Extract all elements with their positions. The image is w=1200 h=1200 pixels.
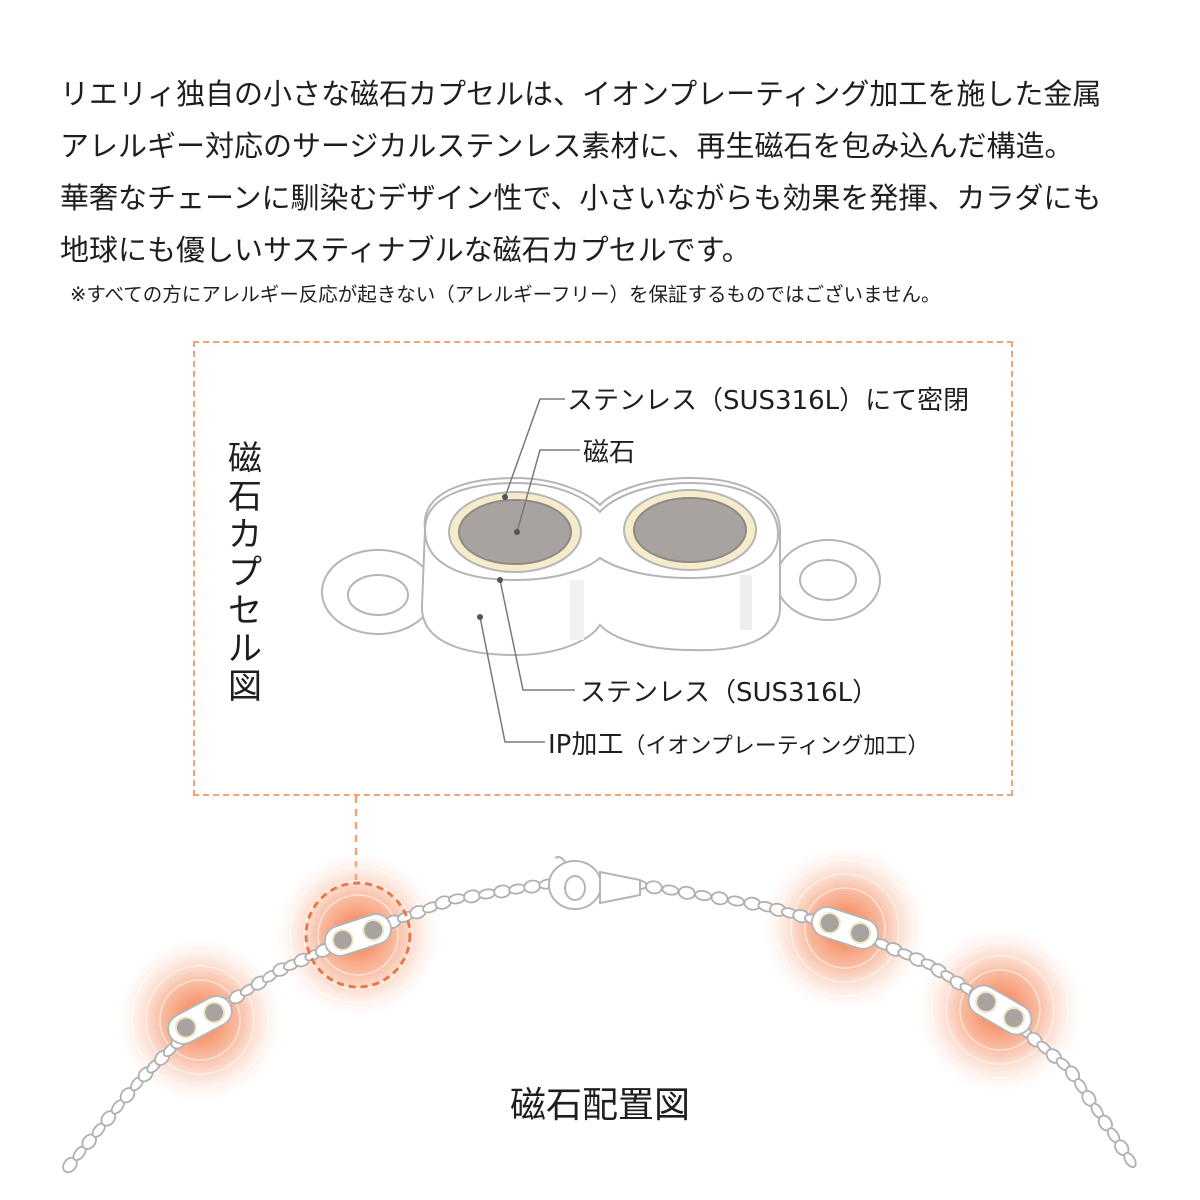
- chain-magnet: [331, 928, 354, 951]
- glow-rings: [131, 859, 1069, 1089]
- title-char: 石: [228, 477, 262, 517]
- chain-capsule: [967, 984, 1033, 1036]
- title-char: ル: [228, 629, 262, 669]
- capsule-diagram-title: 磁 石 カ プ セ ル 図: [222, 440, 268, 706]
- chain-magnet: [849, 921, 872, 944]
- capsule-illustration: [321, 476, 881, 657]
- title-char: カ: [228, 515, 262, 555]
- intro-paragraph: リエリィ独自の小さな磁石カプセルは、イオンプレーティング加工を施した金属 アレル…: [60, 68, 1140, 276]
- intro-line-2: アレルギー対応のサージカルステンレス素材に、再生磁石を包み込んだ構造。: [60, 129, 1074, 163]
- chain-link: [493, 884, 511, 899]
- label-sealed-stainless: ステンレス（SUS316L）にて密閉: [567, 386, 970, 416]
- chain-capsule: [811, 906, 879, 950]
- chain-magnet: [362, 919, 385, 942]
- chain-link: [677, 885, 696, 900]
- capsule-diagram-frame: [193, 341, 1013, 796]
- title-char: 磁: [228, 439, 262, 479]
- chain-link: [645, 880, 663, 895]
- chain-capsules: [167, 906, 1033, 1045]
- intro-line-1: リエリィ独自の小さな磁石カプセルは、イオンプレーティング加工を施した金属: [60, 77, 1102, 111]
- chain-link: [448, 893, 466, 905]
- chain-link: [694, 889, 712, 902]
- chain-magnet: [1002, 1007, 1025, 1029]
- title-char: プ: [228, 553, 262, 593]
- title-char: 図: [228, 667, 262, 707]
- intro-line-4: 地球にも優しいサスティナブルな磁石カプセルです。: [60, 233, 751, 267]
- label-stainless: ステンレス（SUS316L）: [580, 678, 879, 708]
- chain-link: [727, 895, 745, 907]
- highlight-circle: [304, 881, 412, 989]
- chain-link: [710, 891, 729, 906]
- chain-link: [1123, 1151, 1137, 1169]
- ip-sub: （イオンプレーティング加工）: [623, 734, 930, 759]
- label-ip-coating: IP加工（イオンプレーティング加工）: [548, 724, 929, 761]
- clasp: [548, 856, 641, 910]
- intro-line-3: 華奢なチェーンに馴染むデザイン性で、小さいながらも効果を発揮、カラダにも: [60, 181, 1102, 215]
- chain-link: [478, 888, 496, 900]
- allergy-disclaimer: ※すべての方にアレルギー反応が起きない（アレルギーフリー）を保証するものではござ…: [70, 283, 941, 306]
- leader-lines: [477, 398, 580, 743]
- chain-magnet: [975, 991, 998, 1013]
- ip-main: IP加工: [548, 730, 624, 760]
- magnet-right: [633, 497, 747, 563]
- chain-link: [661, 884, 680, 896]
- placement-diagram-title: 磁石配置図: [510, 1085, 691, 1126]
- chain-link: [463, 889, 481, 904]
- label-magnet: 磁石: [583, 438, 636, 468]
- chain-link: [508, 883, 526, 895]
- chain-magnet: [203, 1001, 226, 1024]
- chain-magnet: [174, 1016, 197, 1039]
- chain-capsule: [167, 995, 233, 1045]
- chain-capsule: [324, 913, 392, 957]
- title-char: セ: [228, 591, 262, 631]
- chain-magnet: [818, 912, 841, 935]
- chain-link: [523, 879, 542, 894]
